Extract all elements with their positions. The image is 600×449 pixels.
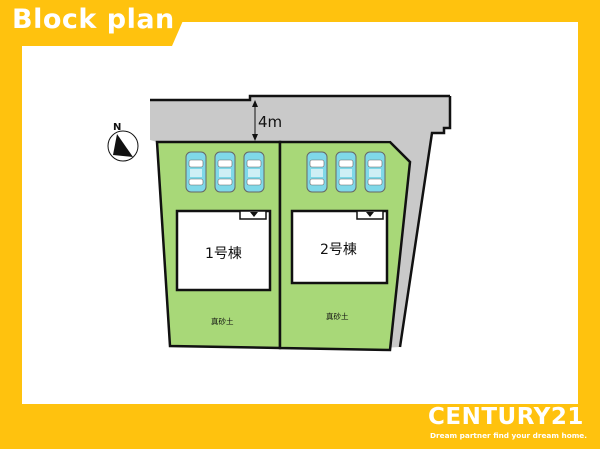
title-tab-shape (0, 0, 192, 46)
parking-car (214, 151, 236, 193)
title-tab: Block plan (0, 0, 192, 46)
page-title: Block plan (12, 4, 175, 35)
dimension-arrow-bottom (252, 134, 258, 141)
dimension-arrow-top (252, 100, 258, 107)
brand-tagline: Dream partner find your dream home. (430, 431, 588, 440)
house-1-footprint (175, 209, 272, 292)
parking-car (185, 151, 207, 193)
lot-2-surface-label: 真砂土 (326, 312, 349, 321)
parking-car (306, 151, 328, 193)
road-edge-line (150, 94, 450, 102)
lot-2-label: 2号棟 (320, 242, 357, 258)
house-2-entrance-marker (366, 212, 374, 217)
house-2-footprint (290, 209, 389, 285)
parking-car (335, 151, 357, 193)
brand-logo: CENTURY21 (428, 404, 584, 430)
north-label: N (113, 122, 121, 133)
parking-car (243, 151, 265, 193)
lot-1-surface-label: 真砂土 (211, 317, 234, 326)
road-area (150, 96, 450, 348)
road-width-label: 4m (258, 113, 283, 131)
road-edge-line-right (398, 96, 452, 348)
brand-tab (410, 404, 600, 449)
house-1-entrance-marker (250, 212, 258, 217)
lot-1-label: 1号棟 (205, 246, 242, 262)
north-compass-icon (107, 130, 139, 162)
parking-car (364, 151, 386, 193)
